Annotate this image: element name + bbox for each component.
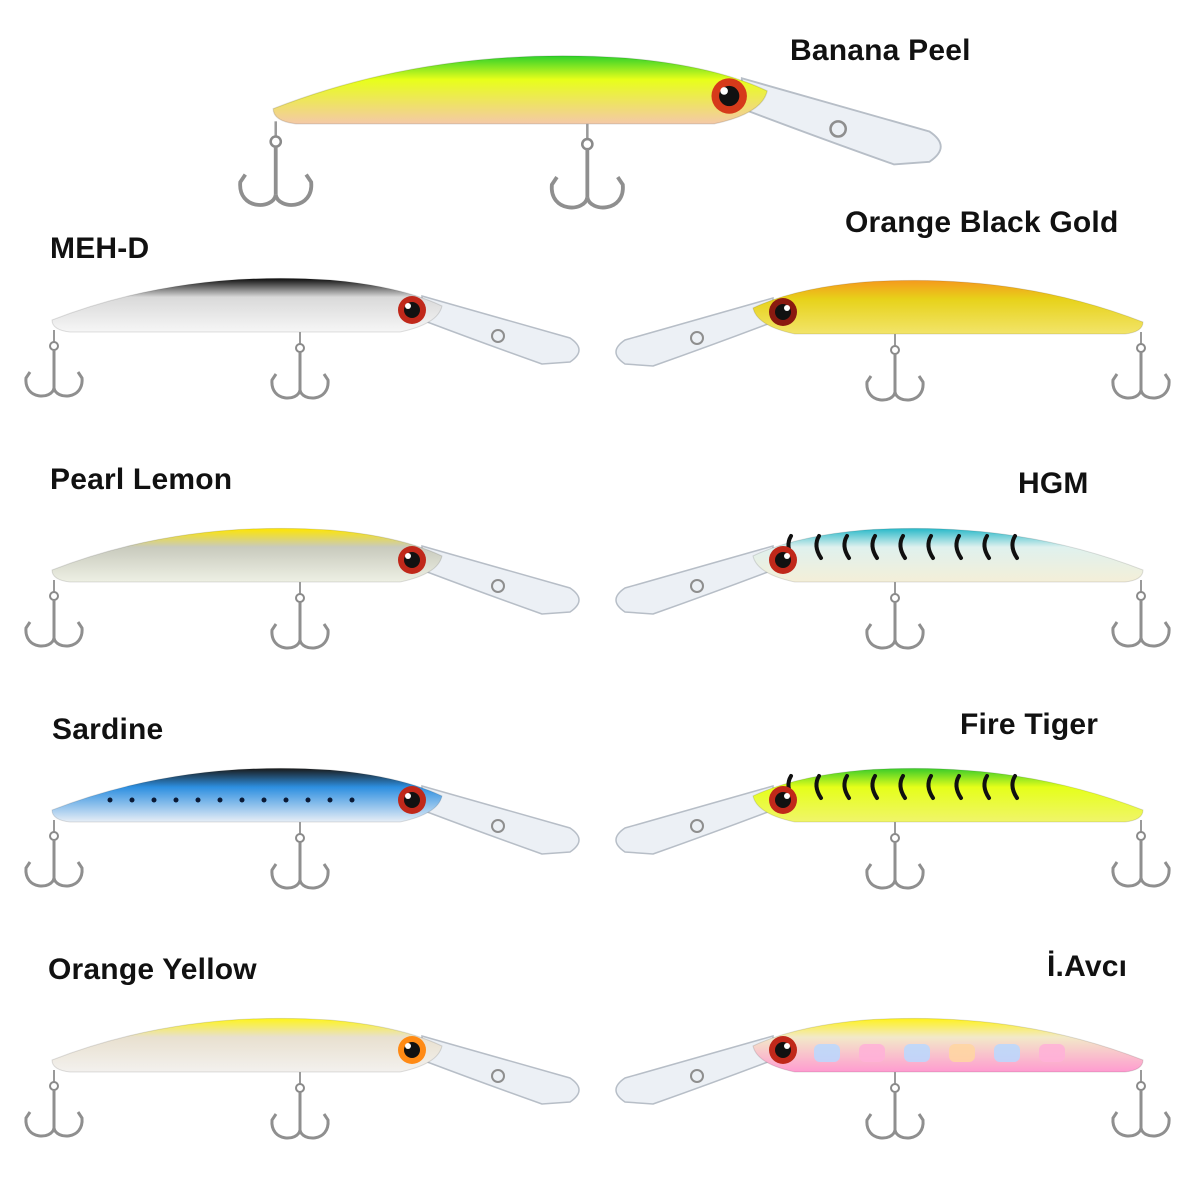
- lure-label-hgm: HGM: [1018, 467, 1089, 500]
- sardine-spot: [217, 797, 223, 803]
- lure-body: [752, 767, 1144, 823]
- lure-body: [51, 1017, 443, 1073]
- sardine-spot: [107, 797, 113, 803]
- body-stripe: [954, 534, 963, 560]
- color-band: [949, 1044, 975, 1062]
- eye-highlight: [720, 87, 728, 95]
- sardine-spot: [239, 797, 245, 803]
- body-stripe: [842, 774, 851, 800]
- color-band: [814, 1044, 840, 1062]
- lure-label-meh-d: MEH-D: [50, 232, 150, 265]
- line-tie-ring: [690, 1069, 704, 1083]
- treble-hook-belly: [270, 582, 330, 650]
- sardine-spot: [349, 797, 355, 803]
- lure-body: [752, 279, 1144, 335]
- eye-highlight: [405, 1043, 411, 1049]
- lure-body: [752, 1017, 1144, 1073]
- sardine-spot: [305, 797, 311, 803]
- lure-label-banana-peel: Banana Peel: [790, 34, 971, 67]
- lure-image-fire-tiger: [615, 767, 1171, 890]
- treble-hook-belly: [865, 334, 925, 402]
- lure-image-meh-d: [24, 277, 580, 400]
- sardine-spot: [327, 797, 333, 803]
- eye-highlight: [784, 793, 790, 799]
- sardine-spot: [261, 797, 267, 803]
- lure-image-pearl-lemon: [24, 527, 580, 650]
- eye-highlight: [784, 305, 790, 311]
- lure-label-orange-yellow: Orange Yellow: [48, 953, 257, 986]
- lure-label-fire-tiger: Fire Tiger: [960, 708, 1099, 741]
- lure-body: [272, 55, 768, 125]
- eye-highlight: [405, 553, 411, 559]
- body-stripe: [982, 774, 991, 800]
- body-stripe: [954, 774, 963, 800]
- treble-hook-belly: [865, 822, 925, 890]
- line-tie-ring: [491, 1069, 505, 1083]
- lure-image-orange-black-gold: [615, 279, 1171, 402]
- treble-hook-tail: [238, 121, 314, 207]
- treble-hook-tail: [1111, 1070, 1171, 1138]
- lure-image-hgm: [615, 527, 1171, 650]
- lure-body: [51, 527, 443, 583]
- body-stripe: [1010, 534, 1019, 560]
- body-stripe: [926, 534, 935, 560]
- treble-hook-belly: [549, 123, 625, 210]
- line-tie-ring: [690, 819, 704, 833]
- line-tie-ring: [829, 120, 847, 138]
- sardine-spot: [173, 797, 179, 803]
- treble-hook-tail: [24, 820, 84, 888]
- treble-hook-tail: [24, 330, 84, 398]
- line-tie-ring: [491, 819, 505, 833]
- treble-hook-tail: [1111, 332, 1171, 400]
- line-tie-ring: [491, 579, 505, 593]
- body-stripe: [842, 534, 851, 560]
- body-stripe: [870, 534, 879, 560]
- body-stripe: [898, 534, 907, 560]
- lure-body: [51, 767, 443, 823]
- lure-body: [752, 527, 1144, 583]
- treble-hook-belly: [865, 1072, 925, 1140]
- lure-label-pearl-lemon: Pearl Lemon: [50, 463, 233, 496]
- lure-image-orange-yellow: [24, 1017, 580, 1140]
- sardine-spot: [195, 797, 201, 803]
- body-stripe: [982, 534, 991, 560]
- eye-highlight: [784, 553, 790, 559]
- body-stripe: [870, 774, 879, 800]
- treble-hook-belly: [865, 582, 925, 650]
- color-band: [904, 1044, 930, 1062]
- body-stripe: [926, 774, 935, 800]
- lure-label-i-avci: İ.Avcı: [1047, 950, 1128, 983]
- treble-hook-tail: [24, 1070, 84, 1138]
- treble-hook-belly: [270, 332, 330, 400]
- treble-hook-belly: [270, 1072, 330, 1140]
- eye-highlight: [784, 1043, 790, 1049]
- color-band: [859, 1044, 885, 1062]
- lure-label-orange-black-gold: Orange Black Gold: [845, 206, 1119, 239]
- line-tie-ring: [690, 331, 704, 345]
- lure-image-i-avci: [615, 1017, 1171, 1140]
- treble-hook-tail: [1111, 580, 1171, 648]
- eye-highlight: [405, 303, 411, 309]
- body-stripe: [814, 774, 823, 800]
- lure-image-sardine: [24, 767, 580, 890]
- lure-image-banana-peel: [238, 55, 942, 210]
- eye-highlight: [405, 793, 411, 799]
- sardine-spot: [129, 797, 135, 803]
- color-band: [1039, 1044, 1065, 1062]
- treble-hook-tail: [24, 580, 84, 648]
- line-tie-ring: [690, 579, 704, 593]
- sardine-spot: [283, 797, 289, 803]
- body-stripe: [814, 534, 823, 560]
- treble-hook-belly: [270, 822, 330, 890]
- color-band: [994, 1044, 1020, 1062]
- treble-hook-tail: [1111, 820, 1171, 888]
- sardine-spot: [151, 797, 157, 803]
- line-tie-ring: [491, 329, 505, 343]
- body-stripe: [898, 774, 907, 800]
- lure-label-sardine: Sardine: [52, 713, 164, 746]
- body-stripe: [1010, 774, 1019, 800]
- lure-body: [51, 277, 443, 333]
